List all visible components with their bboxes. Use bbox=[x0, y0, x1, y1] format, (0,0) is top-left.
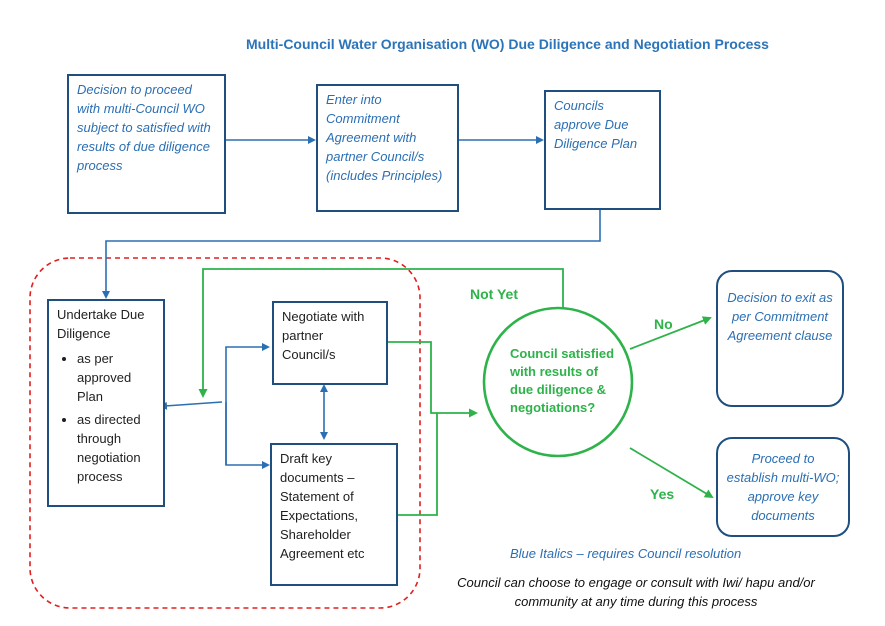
due-diligence-group-outline bbox=[29, 257, 421, 609]
undertake-bullet-list: as per approved Plan as directed through… bbox=[57, 349, 155, 486]
decision-to-proceed-box: Decision to proceed with multi-Council W… bbox=[67, 74, 226, 214]
exit-decision-box: Decision to exit as per Commitment Agree… bbox=[716, 270, 844, 407]
proceed-text: Proceed to establish multi-WO; approve k… bbox=[726, 451, 840, 523]
exit-decision-text: Decision to exit as per Commitment Agree… bbox=[727, 290, 833, 343]
legend-note: Blue Italics – requires Council resoluti… bbox=[510, 546, 742, 561]
commitment-agreement-text: Enter into Commitment Agreement with par… bbox=[326, 92, 443, 183]
undertake-due-diligence-box: Undertake Due Diligence as per approved … bbox=[47, 299, 165, 507]
decision-node-circle bbox=[482, 306, 634, 458]
undertake-due-diligence-text: Undertake Due Diligence bbox=[57, 307, 145, 341]
draft-documents-text: Draft key documents – Statement of Expec… bbox=[280, 451, 365, 561]
not-yet-label: Not Yet bbox=[470, 286, 518, 302]
negotiate-box: Negotiate with partner Council/s bbox=[272, 301, 388, 385]
bullet-item: as per approved Plan bbox=[77, 349, 155, 406]
negotiate-text: Negotiate with partner Council/s bbox=[282, 309, 365, 362]
page-title: Multi-Council Water Organisation (WO) Du… bbox=[246, 36, 769, 52]
proceed-box: Proceed to establish multi-WO; approve k… bbox=[716, 437, 850, 537]
decision-node-text: Council satisfied with results of due di… bbox=[510, 346, 615, 415]
approve-plan-box: Councils approve Due Diligence Plan bbox=[544, 90, 661, 210]
yes-label: Yes bbox=[650, 486, 675, 502]
commitment-agreement-box: Enter into Commitment Agreement with par… bbox=[316, 84, 459, 212]
bullet-item: as directed through negotiation process bbox=[77, 410, 155, 486]
footer-note: Council can choose to engage or consult … bbox=[457, 575, 815, 609]
approve-plan-text: Councils approve Due Diligence Plan bbox=[554, 98, 638, 151]
decision-to-proceed-text: Decision to proceed with multi-Council W… bbox=[77, 82, 211, 173]
no-label: No bbox=[654, 316, 673, 332]
draft-documents-box: Draft key documents – Statement of Expec… bbox=[270, 443, 398, 586]
